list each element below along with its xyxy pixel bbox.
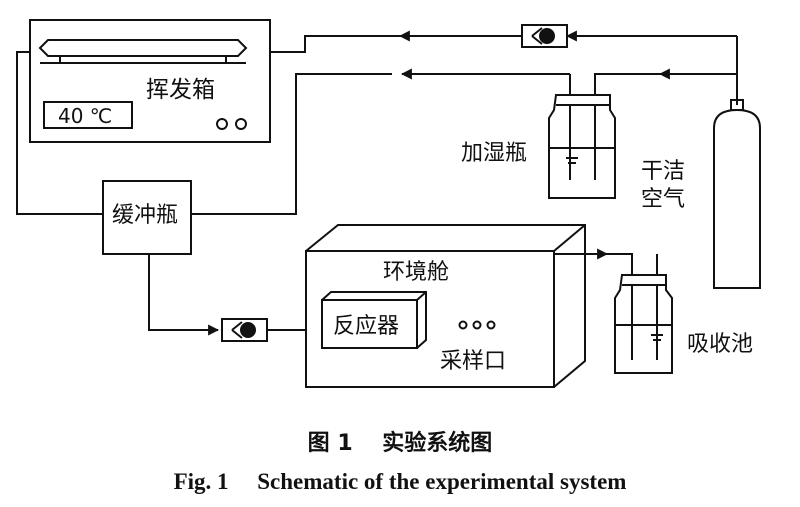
temperature-display bbox=[43, 101, 133, 129]
sampling-port-label: 采样口 bbox=[440, 349, 506, 374]
port-icon bbox=[486, 320, 496, 330]
port-icon bbox=[472, 320, 482, 330]
evaporation-box bbox=[29, 19, 271, 143]
buffer-bottle-label: 缓冲瓶 bbox=[112, 203, 178, 228]
dry-air-cylinder bbox=[713, 99, 761, 289]
heating-plate bbox=[38, 39, 248, 57]
absorption-cell bbox=[614, 274, 673, 374]
humidifier-bottle bbox=[548, 94, 616, 199]
dry-air-label-line1: 干洁 bbox=[641, 159, 685, 184]
reactor bbox=[321, 291, 427, 349]
flowmeter-top bbox=[521, 24, 568, 48]
figure-caption-en: Fig. 1 Schematic of the experimental sys… bbox=[174, 469, 627, 494]
temperature-reading: 40 ℃ bbox=[58, 104, 112, 128]
flowmeter-bottom bbox=[221, 318, 268, 342]
buffer-bottle bbox=[102, 180, 192, 255]
evaporation-box-label: 挥发箱 bbox=[146, 77, 215, 103]
knob-icon bbox=[235, 118, 247, 130]
dry-air-label-line2: 空气 bbox=[641, 187, 685, 212]
reactor-label: 反应器 bbox=[333, 314, 399, 339]
port-icon bbox=[458, 320, 468, 330]
absorption-cell-label: 吸收池 bbox=[687, 332, 753, 357]
knob-icon bbox=[216, 118, 228, 130]
figure-caption-cn: 图 1 实验系统图 bbox=[308, 430, 493, 456]
environment-chamber-label: 环境舱 bbox=[383, 260, 449, 285]
pipe-box-to-buffer bbox=[16, 51, 103, 215]
pipe-buffer-to-humidifier bbox=[191, 73, 392, 215]
humidifier-bottle-label: 加湿瓶 bbox=[461, 141, 527, 166]
environment-chamber bbox=[305, 224, 586, 388]
